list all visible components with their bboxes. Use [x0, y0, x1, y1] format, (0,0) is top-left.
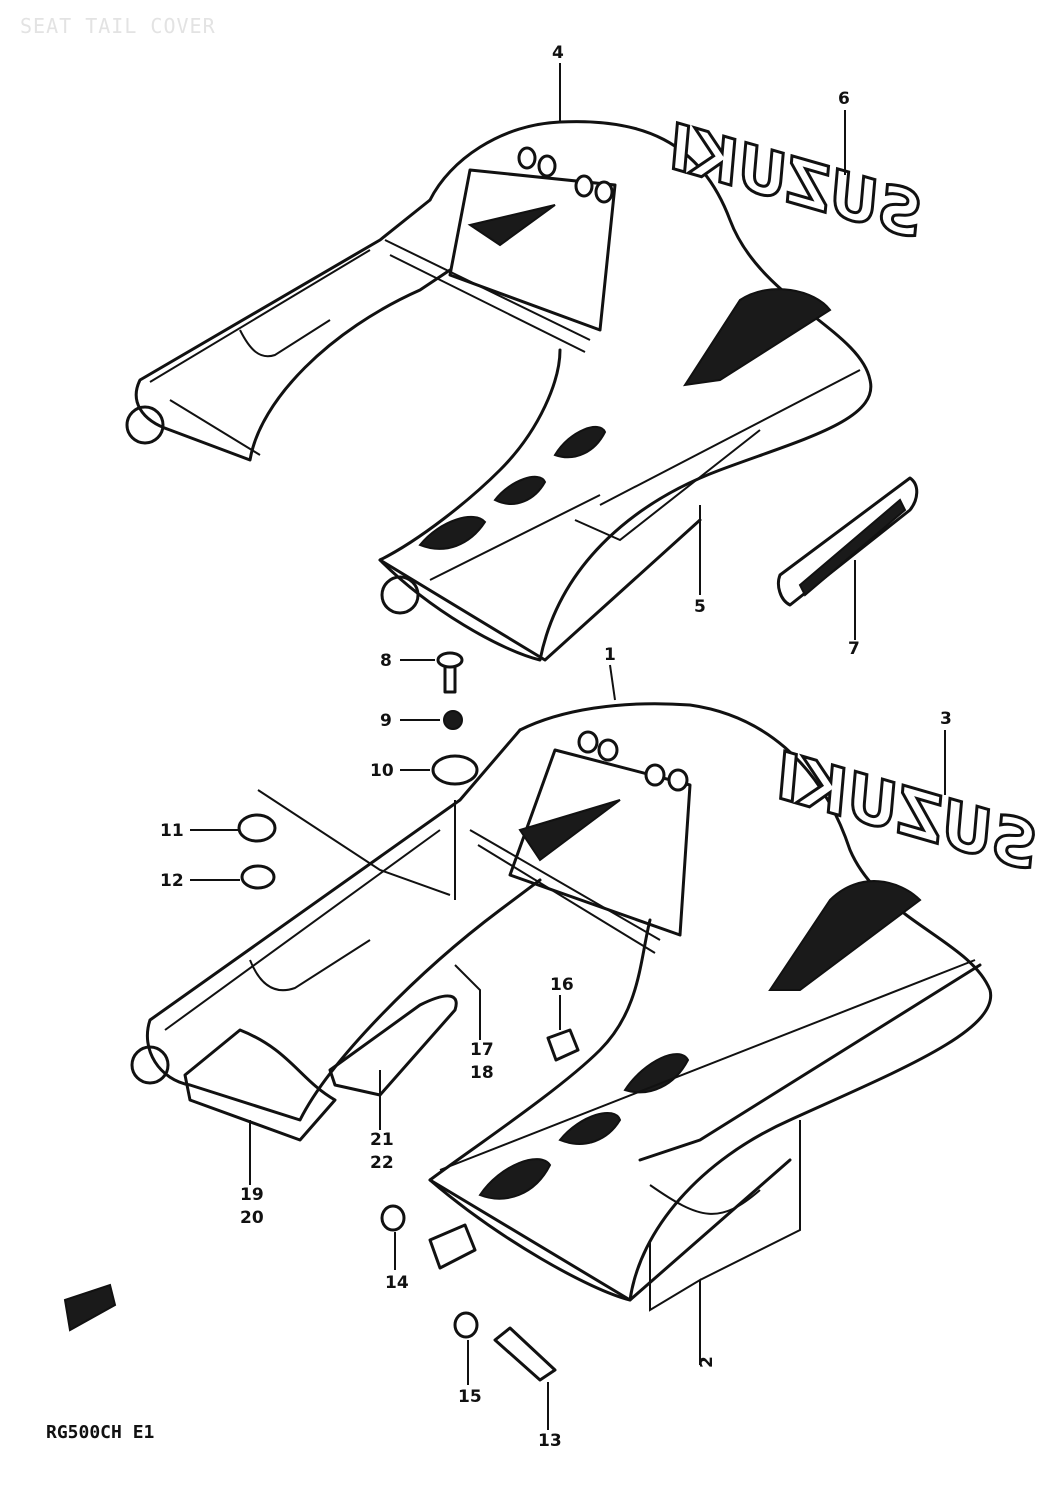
model-code-label: RG500CH E1 — [46, 1422, 155, 1443]
washer-part-4 — [453, 1311, 479, 1339]
callout-4: 4 — [552, 43, 564, 63]
clip-part — [546, 1028, 580, 1062]
callout-19: 19 — [240, 1185, 264, 1205]
callout-7: 7 — [848, 639, 860, 659]
callout-numbers: 4 6 5 7 1 3 8 9 10 11 12 16 17 18 21 22 … — [160, 43, 952, 1451]
suzuki-emblem-upper: SUZUKI — [660, 110, 931, 252]
upper-seat-tail-cover — [125, 120, 873, 662]
callout-20: 20 — [240, 1208, 264, 1228]
callout-6: 6 — [838, 89, 850, 109]
callout-9: 9 — [380, 711, 392, 731]
lower-seat-tail-cover — [130, 702, 993, 1302]
callout-18: 18 — [470, 1063, 494, 1083]
callout-17: 17 — [470, 1040, 494, 1060]
callout-10: 10 — [370, 761, 394, 781]
washer-part — [237, 813, 277, 843]
arrow-indicator-icon — [63, 1283, 117, 1332]
callout-13: 13 — [538, 1431, 562, 1451]
washer-part-3 — [380, 1204, 406, 1232]
leader-lines — [190, 63, 946, 1430]
tail-emblem-strip — [776, 476, 919, 607]
seat-pad-part — [183, 1028, 337, 1142]
suzuki-emblem-lower: SUZUKI — [766, 740, 1046, 886]
bolt-part — [493, 1326, 557, 1382]
callout-16: 16 — [550, 975, 574, 995]
callout-15: 15 — [458, 1387, 482, 1407]
callout-22: 22 — [370, 1153, 394, 1173]
callout-3: 3 — [940, 709, 952, 729]
pad-part — [328, 994, 458, 1097]
callout-14: 14 — [385, 1273, 409, 1293]
callout-2: 2 — [697, 1356, 717, 1368]
callout-1: 1 — [604, 645, 616, 665]
diagram-title: SEAT TAIL COVER — [20, 14, 216, 38]
nut-part — [443, 710, 463, 730]
grommet-part — [431, 754, 479, 786]
screw-part — [436, 651, 464, 694]
callout-21: 21 — [370, 1130, 394, 1150]
callout-8: 8 — [380, 651, 392, 671]
callout-11: 11 — [160, 821, 184, 841]
callout-12: 12 — [160, 871, 184, 891]
callout-5: 5 — [694, 597, 706, 617]
washer-part-2 — [240, 864, 276, 890]
